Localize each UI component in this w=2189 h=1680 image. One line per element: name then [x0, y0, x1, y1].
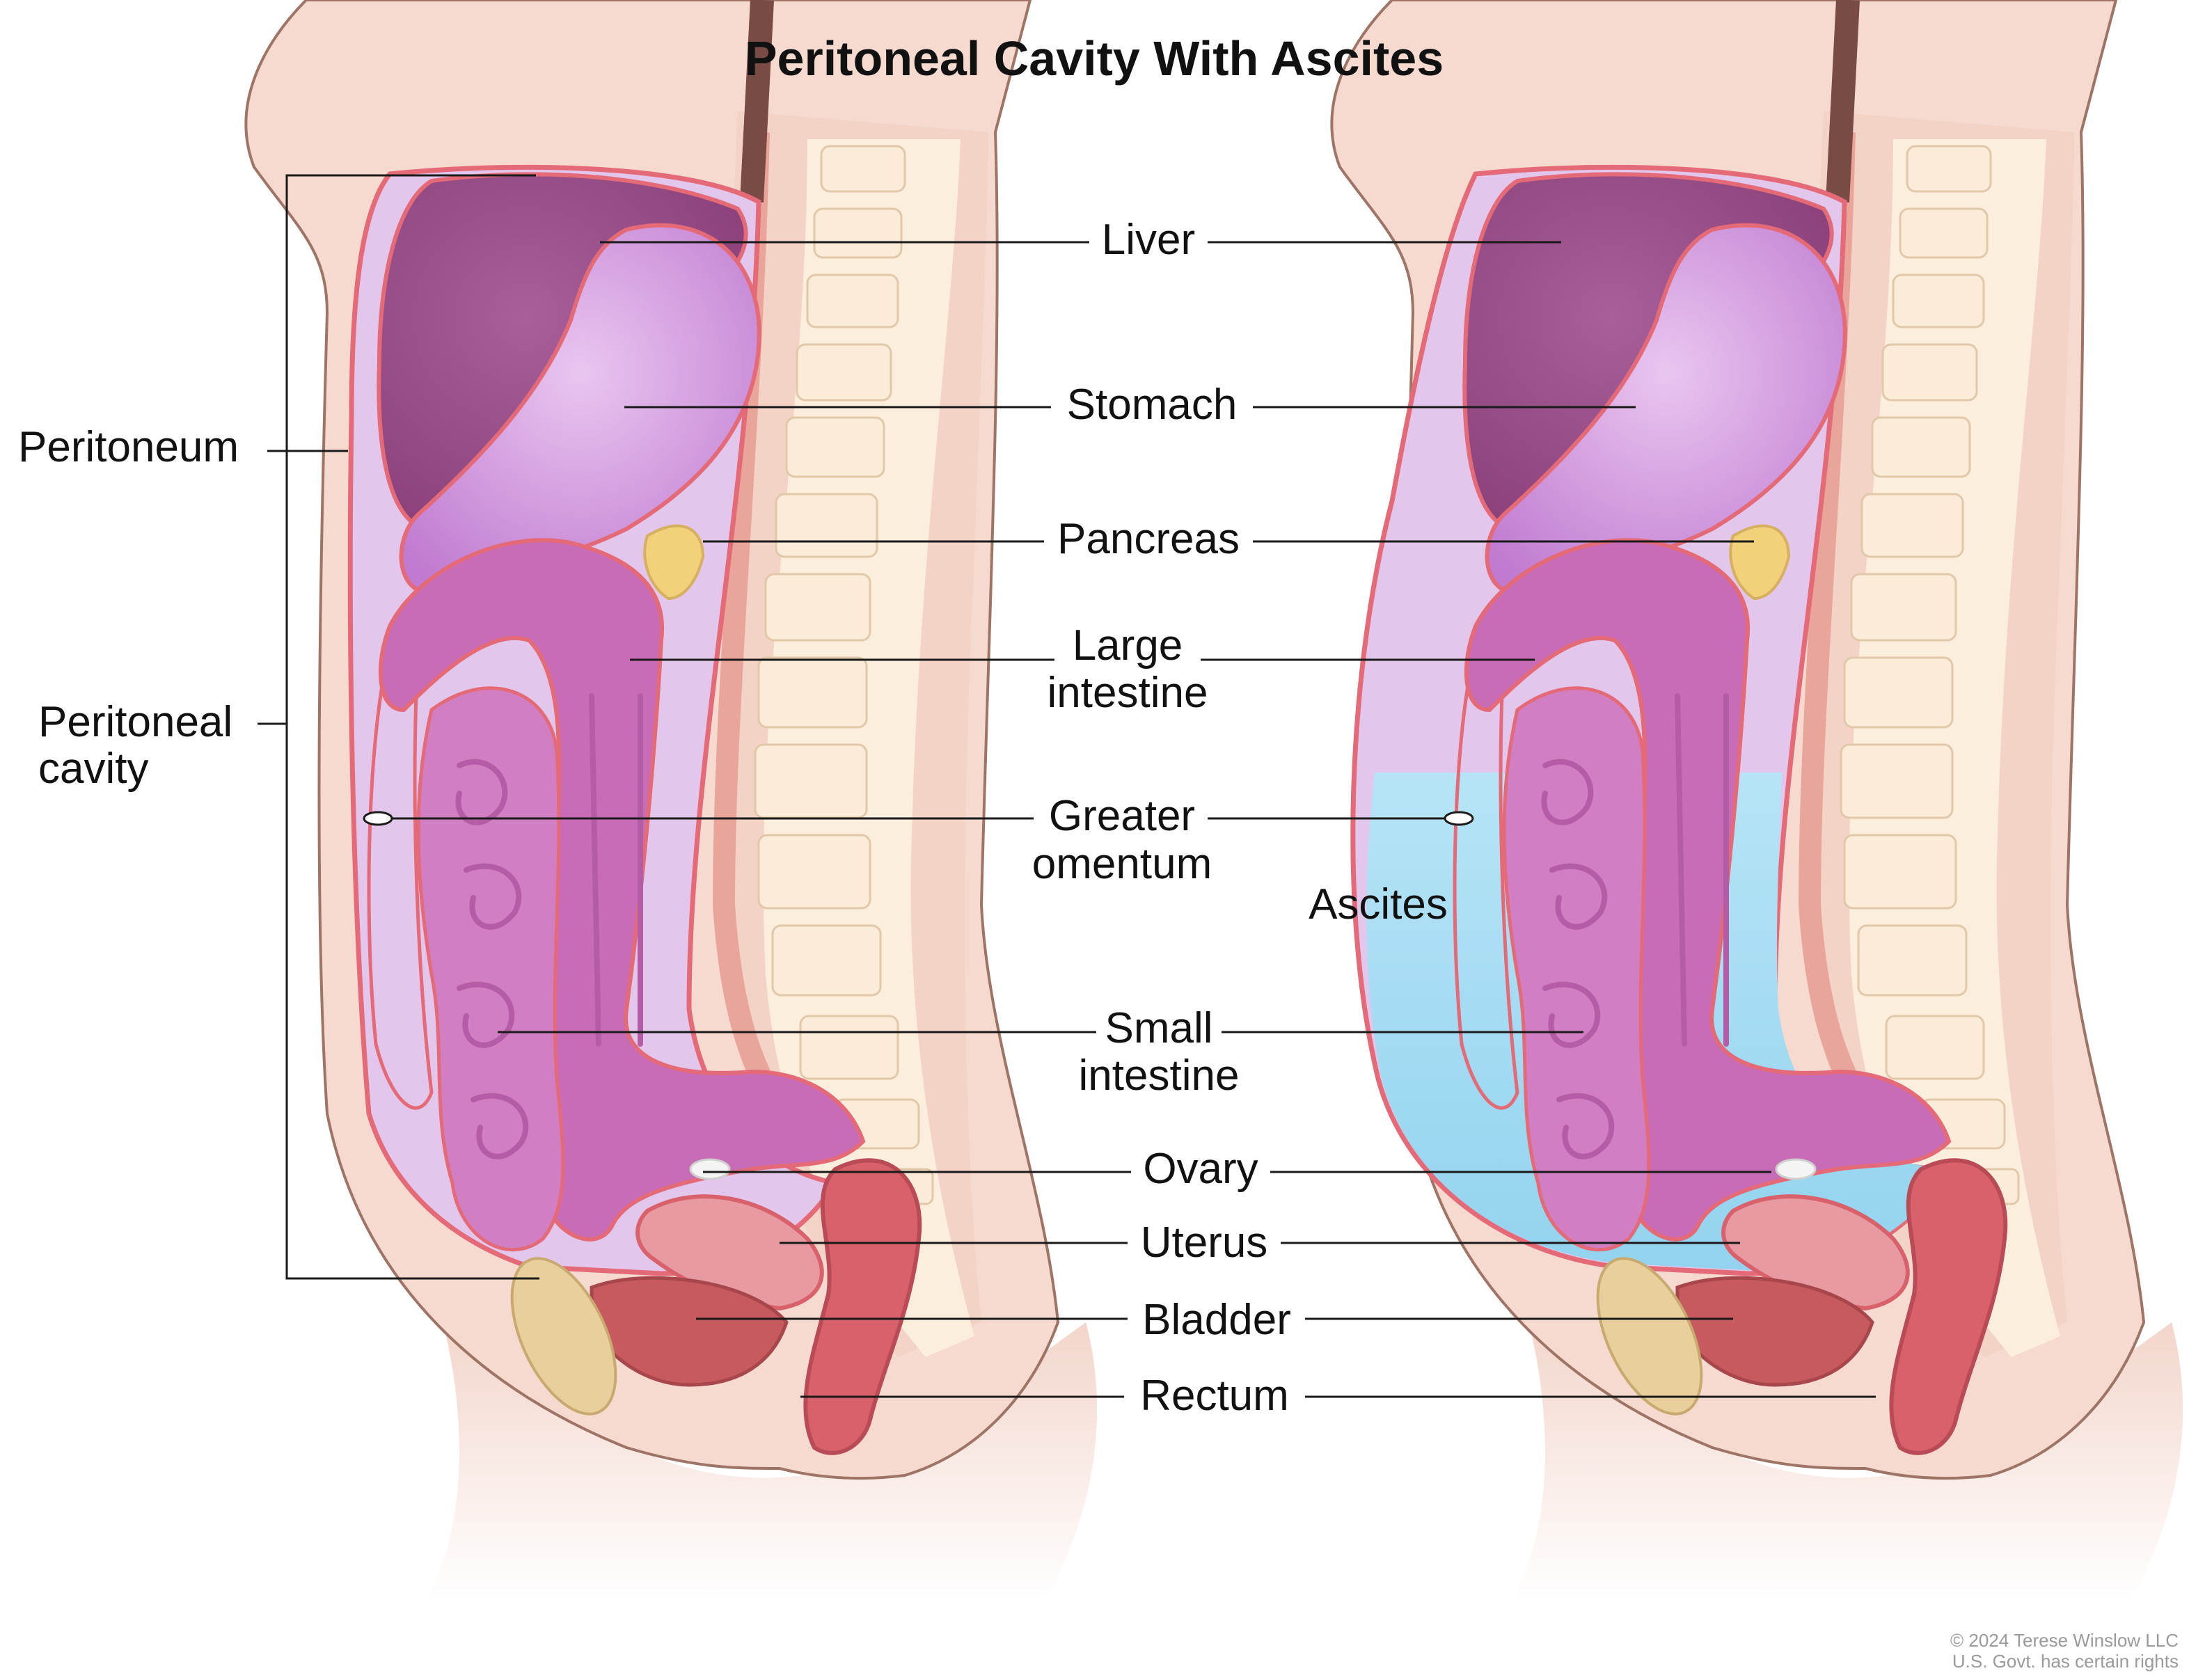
- label-small-intestine-line2: intestine: [1079, 1052, 1240, 1100]
- label-peritoneum: Peritoneum: [18, 423, 239, 471]
- label-small-intestine-line1: Small: [1105, 1004, 1212, 1052]
- label-rectum: Rectum: [1140, 1372, 1289, 1420]
- label-stomach: Stomach: [1067, 381, 1238, 429]
- credit-line2: U.S. Govt. has certain rights: [1952, 1651, 2179, 1672]
- omentum-marker-right: [1444, 811, 1474, 826]
- greater-omentum-right: [1453, 626, 1519, 1110]
- peritoneum-bracket: [258, 174, 539, 1280]
- greater-omentum-left: [367, 626, 434, 1110]
- label-ascites: Ascites: [1309, 880, 1448, 928]
- label-greater-omentum-line2: omentum: [1032, 840, 1212, 888]
- label-ovary: Ovary: [1143, 1145, 1258, 1193]
- organ-labels: Liver Stomach Pancreas Large intestine G…: [1032, 216, 1448, 1420]
- label-pancreas: Pancreas: [1057, 515, 1240, 563]
- label-large-intestine-line1: Large: [1073, 621, 1183, 669]
- left-panel: [246, 0, 1097, 1601]
- omentum-marker-left: [363, 811, 393, 826]
- label-greater-omentum-line1: Greater: [1049, 792, 1195, 840]
- label-peritoneal-cavity-line2: cavity: [38, 745, 148, 793]
- label-bladder: Bladder: [1142, 1296, 1291, 1344]
- label-liver: Liver: [1102, 216, 1195, 264]
- label-peritoneal-cavity-line1: Peritoneal: [38, 698, 232, 746]
- credit-line1: © 2024 Terese Winslow LLC: [1950, 1630, 2179, 1651]
- label-uterus: Uterus: [1141, 1219, 1268, 1267]
- right-panel: [1331, 0, 2183, 1601]
- label-large-intestine-line2: intestine: [1048, 669, 1208, 717]
- diagram-title: Peritoneal Cavity With Ascites: [745, 31, 1444, 86]
- leader-lines: [363, 241, 1876, 1398]
